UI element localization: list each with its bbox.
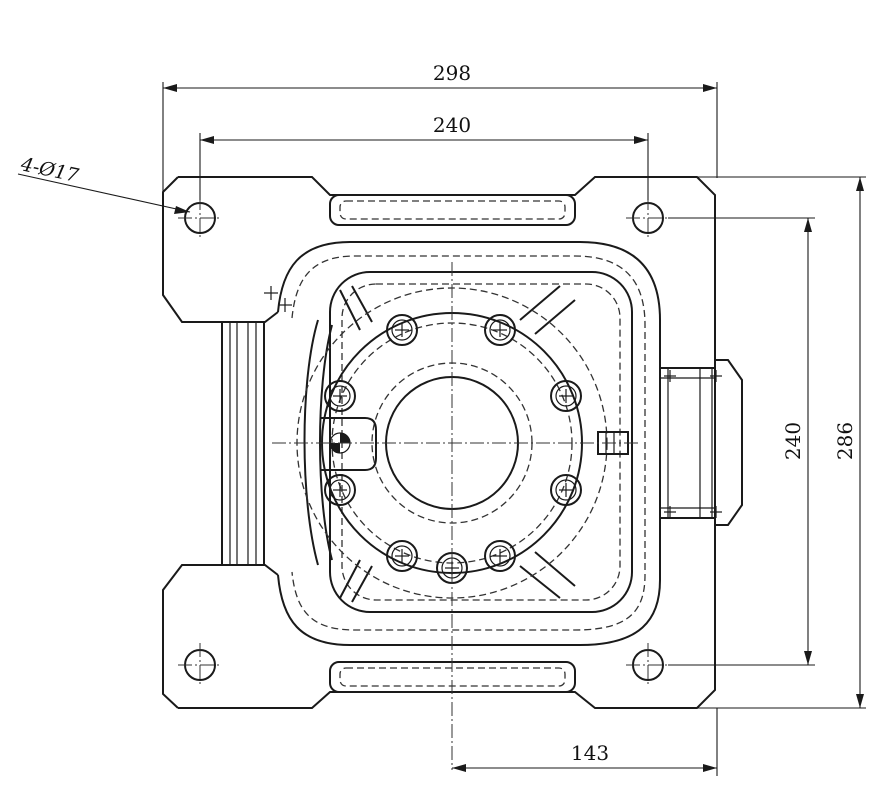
dimension-hole-spacing-vertical: 240	[781, 422, 805, 460]
dimension-240-horizontal: 240	[199, 113, 649, 200]
bearing-bolts	[324, 314, 582, 584]
mounting-hole-icon	[625, 195, 671, 241]
dimension-240-vertical: 240	[668, 217, 815, 666]
dimension-center-offset: 143	[571, 741, 609, 765]
mounting-hole-icon	[177, 642, 223, 688]
hole-callout-label: 4-Ø17	[18, 153, 81, 187]
bolt-icon	[550, 380, 582, 412]
bolt-icon	[386, 540, 418, 572]
dimension-298: 298	[162, 61, 718, 192]
handle-right	[660, 359, 743, 526]
dimension-286: 286	[697, 176, 866, 709]
dimension-overall-width: 298	[433, 61, 471, 85]
bolt-icon	[484, 540, 516, 572]
centerlines	[272, 262, 640, 770]
dimension-hole-spacing-horizontal: 240	[433, 113, 471, 137]
dimension-143: 143	[452, 708, 718, 776]
bolt-icon	[484, 314, 516, 346]
bolt-icon	[324, 380, 356, 412]
bolt-icon	[386, 314, 418, 346]
base-plate	[162, 176, 716, 709]
slot-top	[329, 194, 576, 226]
hole-callout: 4-Ø17	[17, 153, 191, 214]
mounting-holes	[177, 195, 671, 688]
bolt-icon	[550, 474, 582, 506]
datum-marks	[264, 286, 292, 312]
bolt-icon	[324, 474, 356, 506]
mounting-hole-icon	[625, 642, 671, 688]
mounting-hole-icon	[177, 195, 223, 241]
dimension-overall-height: 286	[833, 422, 857, 460]
